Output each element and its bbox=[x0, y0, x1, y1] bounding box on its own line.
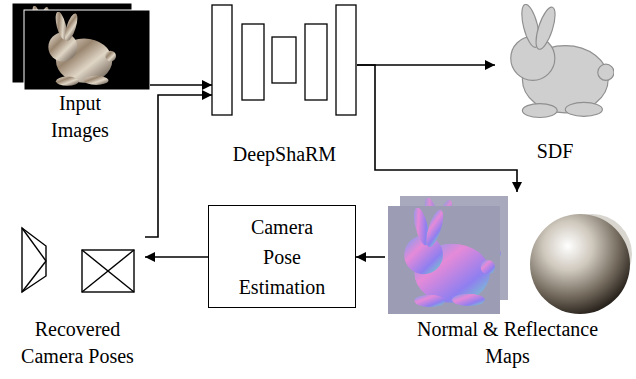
flow-arrow bbox=[357, 65, 517, 192]
flow-arrow bbox=[145, 256, 208, 258]
node-label: SDF bbox=[500, 138, 610, 165]
process-box: Camera Pose Estimation bbox=[208, 205, 356, 308]
flow-arrow bbox=[356, 256, 385, 258]
input-images-art bbox=[12, 3, 150, 90]
flow-arrow bbox=[145, 95, 212, 237]
node-label: Recovered Camera Poses bbox=[13, 316, 143, 370]
camera-group: Recovered Camera Poses bbox=[10, 222, 145, 372]
image-group: Input Images bbox=[10, 2, 150, 148]
node-label: DeepShaRM bbox=[215, 141, 355, 168]
node-label: Camera Pose Estimation bbox=[232, 212, 332, 302]
camera-icons bbox=[22, 228, 134, 292]
network-blocks bbox=[212, 5, 356, 115]
flow-arrow bbox=[357, 64, 495, 66]
node-label: Normal & Reflectance Maps bbox=[408, 316, 608, 370]
network-block: DeepShaRM bbox=[212, 2, 357, 170]
sdf-mesh bbox=[511, 3, 614, 118]
node-label: Input Images bbox=[32, 90, 128, 144]
flow-arrow bbox=[150, 84, 212, 86]
map-group: Normal & Reflectance Maps bbox=[385, 192, 630, 372]
normal-reflectance-art bbox=[388, 196, 632, 314]
output-mesh: SDF bbox=[495, 0, 615, 167]
